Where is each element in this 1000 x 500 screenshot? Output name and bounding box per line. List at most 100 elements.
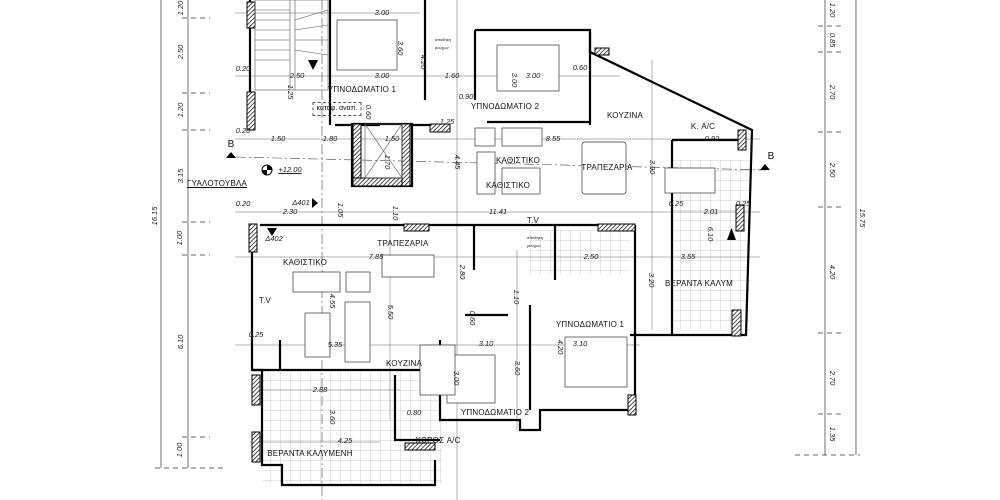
dimension: 2.01: [703, 207, 719, 216]
right-dim-seg: 0.85: [828, 32, 837, 48]
section-markers: [226, 152, 770, 170]
dimension: 3.00: [525, 71, 541, 80]
stair-arrow-right: [727, 228, 736, 240]
dimension: 2.88: [312, 385, 328, 394]
dimension: 1.80: [322, 134, 338, 143]
room-label: ΒΕΡΑΝΤΑ ΚΑΛΥΜΕΝΗ: [267, 449, 353, 458]
dimension: 1.10: [512, 289, 521, 305]
dimension: 7.85: [368, 252, 384, 261]
storage-note: αποθήκη ρούχων: [527, 235, 543, 248]
room-label: ΚΑΘΙΣΤΙΚΟ: [485, 181, 531, 190]
dimension: 4.20: [556, 339, 565, 355]
left-dim-seg: 1.00: [175, 230, 184, 246]
dimension: 2.80: [458, 264, 467, 280]
glass-blocks-note: ΓΥΑΛΟΤΟΥΒΛΑ: [186, 179, 248, 188]
dimension: 3.20: [647, 272, 656, 288]
door-402-label: Δ402: [265, 234, 283, 243]
left-dim-seg: 2.50: [176, 44, 185, 60]
room-label: ΚΟΥΖΙΝΑ: [606, 111, 644, 120]
dimension: 3.00: [452, 370, 461, 386]
dimension: 3.00: [374, 8, 390, 17]
left-dim-seg: 1.00: [175, 442, 184, 458]
dimension: 5.50: [386, 304, 395, 320]
left-dim-seg: 1.20: [176, 0, 185, 16]
dimension: 4.20: [419, 54, 428, 70]
dimension: 1.25: [439, 117, 455, 126]
room-label: ΥΠΝΟΔΩΜΑΤΙΟ 2: [460, 408, 530, 417]
dimension: 1.70: [383, 154, 392, 170]
dimension: 3.60: [328, 409, 337, 425]
dimension: 4.55: [328, 293, 337, 309]
dimension: 3.00: [510, 72, 519, 88]
dimension: 2.30: [282, 207, 298, 216]
room-label: ΥΠΝΟΔΩΜΑΤΙΟ 1: [555, 320, 625, 329]
dimension: 0.20: [235, 126, 251, 135]
dimension: 1.25: [286, 84, 295, 100]
walls: [248, 0, 754, 487]
dimension: 5.35: [327, 340, 343, 349]
room-label: ΤΡΑΠΕΖΑΡΙΑ: [581, 163, 633, 172]
dimension: 0.60: [364, 104, 373, 120]
dimension: 3.10: [478, 339, 494, 348]
right-dim-seg: 4.20: [828, 264, 837, 280]
dimension: 0.60: [572, 63, 588, 72]
furniture: [292, 19, 716, 404]
room-label: ΤΡΑΠΕΖΑΡΙΑ: [377, 239, 429, 248]
staircase: [254, 0, 403, 179]
dimension: 0.60: [468, 310, 477, 326]
landing-note: καταφ. αναπ.: [312, 102, 362, 116]
section-label: B: [227, 139, 235, 150]
left-dim-seg: 1.20: [176, 102, 185, 118]
dimension: 3.55: [680, 252, 696, 261]
room-label: ΚΑΘΙΣΤΙΚΟ: [282, 258, 328, 267]
dimension: 3.90: [648, 159, 657, 175]
room-label: Κ. A/C: [690, 122, 716, 131]
room-label: T.V: [526, 216, 540, 225]
right-dim-seg: 1.20: [828, 2, 837, 18]
dimension: 3.10: [572, 339, 588, 348]
dimension: 0.20: [235, 64, 251, 73]
dimension: 2.50: [583, 252, 599, 261]
room-label: ΧΩΡΟΣ A/C: [415, 436, 461, 445]
dimension: 0.80: [406, 408, 422, 417]
dimension: 3.00: [374, 71, 390, 80]
dimension: 3.60: [396, 40, 405, 56]
dimension: 0.25: [735, 199, 751, 208]
dimension: 0.90: [458, 92, 474, 101]
dimension: 0.20: [235, 199, 251, 208]
dimension: 2.50: [289, 71, 305, 80]
stair-arrow: [308, 60, 318, 70]
left-dim-seg: 3.15: [176, 168, 185, 184]
columns: [246, 1, 747, 463]
left-dim-seg: 6.10: [176, 334, 185, 350]
room-label: ΥΠΝΟΔΩΜΑΤΙΟ 1: [327, 85, 397, 94]
door-402-arrow: [267, 228, 277, 236]
room-label: ΥΠΝΟΔΩΜΑΤΙΟ 2: [470, 102, 540, 111]
level-note: +12.00: [278, 165, 302, 174]
dimension: 1.50: [384, 134, 400, 143]
right-dim-seg: 1.35: [828, 426, 837, 442]
room-label: ΚΑΘΙΣΤΙΚΟ: [495, 156, 541, 165]
dimension: 4.45: [453, 154, 462, 170]
dimension: 1.05: [336, 202, 345, 218]
right-dim-seg: 2.70: [828, 84, 837, 100]
right-dim-total: 15.75: [858, 208, 867, 228]
dimension: 3.60: [513, 360, 522, 376]
storage-note: αποθήκη ρούχων: [435, 37, 451, 50]
dimension: 0.25: [668, 199, 684, 208]
door-401-arrow: [312, 198, 318, 208]
door-401-label: Δ401: [292, 198, 310, 207]
section-label: B: [767, 151, 775, 162]
dimension: 8.55: [545, 134, 561, 143]
right-dimension-chain: [795, 0, 860, 456]
dimension: 1.10: [391, 205, 400, 221]
dimension: 6.10: [706, 226, 715, 242]
dimension: 0.25: [248, 330, 264, 339]
dimension: 0.92: [704, 134, 720, 143]
left-dim-total: 16.15: [150, 206, 159, 226]
room-label: T.V: [258, 296, 272, 305]
dimension: 1.60: [444, 71, 460, 80]
dimension: 1.50: [270, 134, 286, 143]
